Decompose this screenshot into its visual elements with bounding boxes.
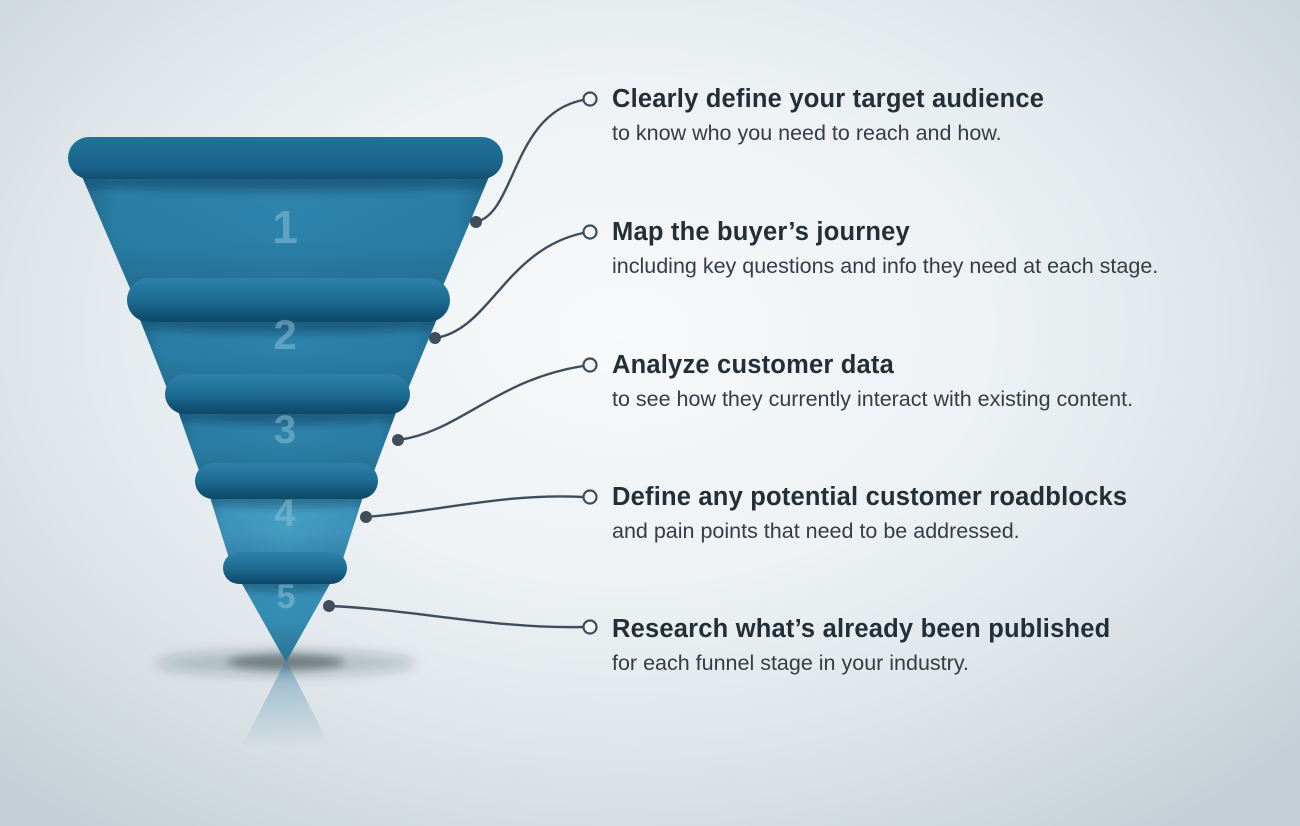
- connector-ring-4: [582, 489, 598, 505]
- tier-5-collar: [223, 552, 347, 584]
- note-5-heading: Research what’s already been published: [612, 615, 1111, 643]
- note-4-body: and pain points that need to be addresse…: [612, 519, 1020, 544]
- connector-line-3: [396, 364, 585, 442]
- funnel-stage-number-2: 2: [273, 311, 296, 358]
- note-2-heading: Map the buyer’s journey: [612, 218, 910, 246]
- note-1: Clearly define your target audience to k…: [612, 84, 1292, 147]
- funnel-stage-number-5: 5: [277, 578, 296, 616]
- connectors: [327, 98, 585, 629]
- funnel-stage-numbers: 1 2 3 4 5: [272, 201, 298, 616]
- connector-ring-2: [582, 224, 598, 240]
- note-4: Define any potential customer roadblocks…: [612, 482, 1292, 545]
- note-3: Analyze customer data to see how they cu…: [612, 350, 1292, 413]
- note-1-heading: Clearly define your target audience: [612, 85, 1045, 113]
- note-3-body: to see how they currently interact with …: [612, 387, 1134, 412]
- tier-1-shade: [74, 158, 497, 308]
- funnel-reflection: [241, 660, 331, 748]
- note-3-heading: Analyze customer data: [612, 351, 894, 379]
- connector-ring-3: [582, 357, 598, 373]
- connector-line-2: [433, 231, 585, 340]
- funnel-stage-number-4: 4: [274, 493, 295, 535]
- tier-4-collar: [195, 463, 378, 499]
- connector-dot-3: [392, 434, 404, 446]
- tier-2-collar: [127, 278, 450, 322]
- connector-endpoints: [323, 91, 598, 635]
- note-2: Map the buyer’s journey including key qu…: [612, 217, 1292, 280]
- connector-ring-5: [582, 619, 598, 635]
- connector-dot-5: [323, 600, 335, 612]
- connector-line-4: [364, 495, 585, 519]
- connector-line-5: [327, 604, 585, 629]
- connector-dot-4: [360, 511, 372, 523]
- note-5-body: for each funnel stage in your industry.: [612, 651, 969, 676]
- funnel-collars: [68, 137, 503, 584]
- connector-dot-2: [429, 332, 441, 344]
- note-2-body: including key questions and info they ne…: [612, 254, 1159, 279]
- tier-3-collar: [165, 374, 410, 414]
- connector-ring-1: [582, 91, 598, 107]
- tier-1-top-disk: [68, 137, 503, 179]
- funnel-stage-number-1: 1: [272, 201, 298, 253]
- connector-dot-1: [470, 216, 482, 228]
- connector-line-1: [474, 98, 585, 224]
- note-1-body: to know who you need to reach and how.: [612, 121, 1002, 146]
- note-5: Research what’s already been published f…: [612, 614, 1292, 677]
- note-4-heading: Define any potential customer roadblocks: [612, 483, 1128, 511]
- funnel-stage-number-3: 3: [274, 408, 296, 452]
